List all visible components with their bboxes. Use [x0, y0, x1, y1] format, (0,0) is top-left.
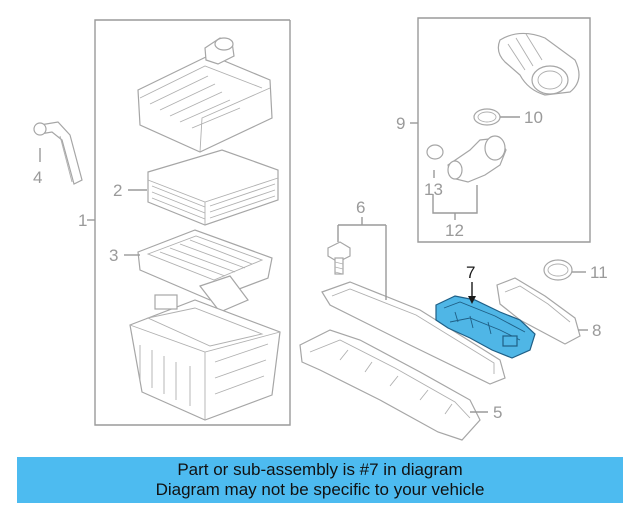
clamp-10: [473, 108, 501, 126]
resonator: [496, 277, 581, 345]
clamp-11: [543, 259, 573, 281]
filter-tray: [137, 229, 273, 313]
assembly-9-box: [417, 17, 591, 243]
callout-4: 4: [33, 168, 42, 187]
banner-line-1: Part or sub-assembly is #7 in diagram: [177, 460, 463, 479]
elbow-tube: [447, 135, 507, 183]
callout-6: 6: [356, 198, 365, 217]
callout-7: 7: [466, 263, 475, 282]
callout-13: 13: [424, 180, 443, 199]
intake-duct: [497, 32, 580, 96]
callout-2: 2: [113, 181, 122, 200]
callout-10: 10: [524, 108, 543, 127]
callout-5: 5: [493, 403, 502, 422]
callout-1: 1: [78, 211, 87, 230]
callout-9: 9: [396, 114, 405, 133]
callout-11: 11: [590, 263, 608, 282]
o-ring-13: [426, 144, 444, 160]
banner-line-2: Diagram may not be specific to your vehi…: [155, 480, 485, 499]
bolt: [327, 241, 351, 275]
callout-12: 12: [445, 221, 464, 240]
air-cleaner-cover: [137, 37, 273, 153]
assembly-1-box: [94, 19, 291, 426]
hose: [33, 121, 83, 185]
callout-labels: 1 2 3 4 5 6 7 8 9 10 11 12 13: [33, 108, 608, 422]
gasket: [321, 281, 506, 385]
info-banner: Part or sub-assembly is #7 in diagram Di…: [17, 457, 623, 503]
lower-duct: [299, 329, 481, 441]
air-filter-element: [147, 149, 279, 226]
air-cleaner-lower-housing: [129, 294, 281, 421]
parts-diagram: 1 2 3 4 5 6 7 8 9 10 11 12 13: [33, 17, 608, 441]
callout-3: 3: [109, 246, 118, 265]
callout-8: 8: [592, 321, 601, 340]
leader-lines: [39, 116, 588, 413]
highlighted-part-7: [435, 295, 536, 359]
